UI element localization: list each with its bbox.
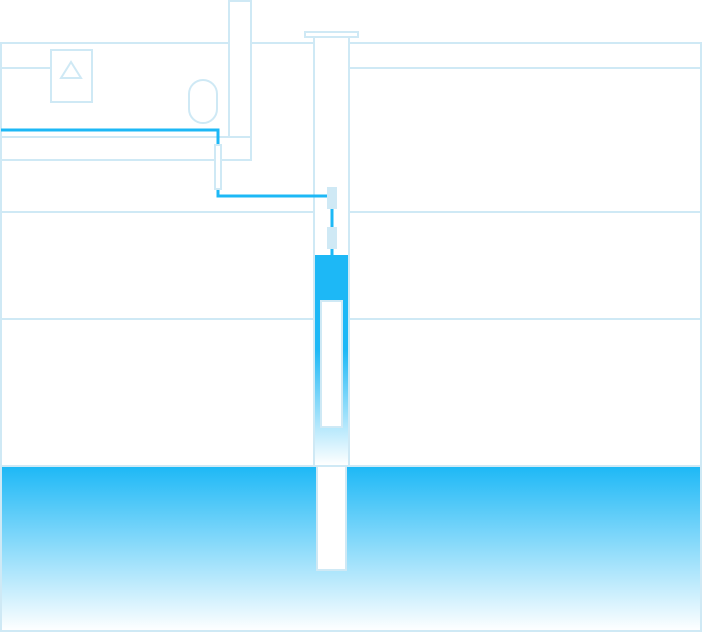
aquifer-water	[1, 466, 701, 631]
pitless-adapter	[327, 187, 337, 209]
submersible-pump	[320, 300, 343, 428]
pipe-connector-house	[214, 144, 222, 190]
control-panel	[50, 49, 93, 103]
ground-frame	[0, 42, 702, 632]
oval-gauge-icon	[188, 79, 218, 124]
well-cap	[304, 31, 359, 38]
well-screen	[316, 465, 347, 571]
check-valve	[327, 227, 337, 249]
triangle-warning-icon	[59, 60, 83, 79]
house-floor	[0, 136, 252, 161]
